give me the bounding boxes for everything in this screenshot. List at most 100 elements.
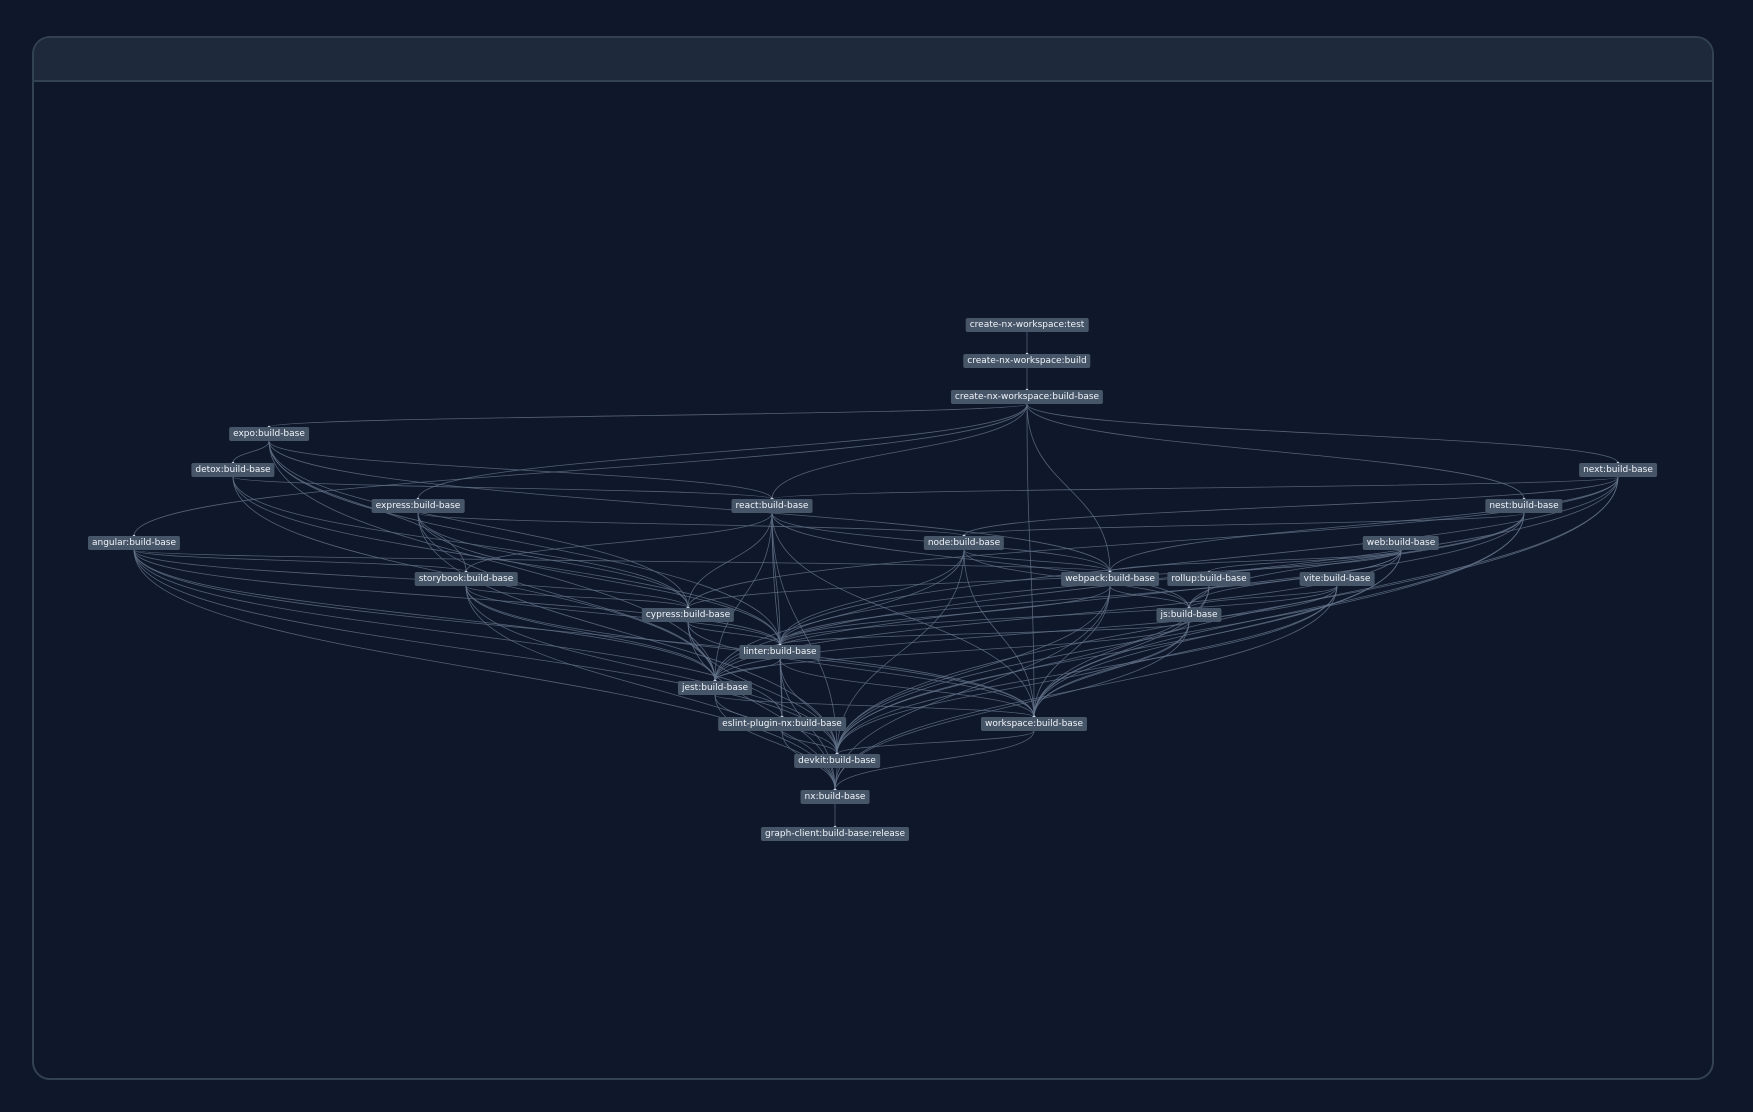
- graph-edge-vite-build-base-to-devkit-build-base: [836, 585, 1338, 755]
- graph-edge-nest-build-base-to-js-build-base: [1188, 512, 1525, 609]
- graph-edge-cypress-build-base-to-workspace-build-base: [687, 621, 1035, 718]
- graph-node-storybook-build-base[interactable]: storybook:build-base: [414, 572, 518, 586]
- graph-edge-detox-build-base-to-react-build-base: [232, 476, 773, 500]
- graph-edge-express-build-base-to-node-build-base: [417, 512, 965, 537]
- graph-edge-node-build-base-to-linter-build-base: [779, 549, 965, 646]
- graph-edge-webpack-build-base-to-js-build-base: [1109, 585, 1190, 609]
- graph-edge-devkit-build-base-to-nx-build-base: [834, 767, 838, 791]
- graph-edge-rollup-build-base-to-js-build-base: [1188, 585, 1210, 609]
- graph-node-detox-build-base[interactable]: detox:build-base: [191, 463, 275, 477]
- graph-node-devkit-build-base[interactable]: devkit:build-base: [794, 754, 880, 768]
- graph-edge-next-build-base-to-react-build-base: [771, 476, 1619, 500]
- graph-edge-react-build-base-to-devkit-build-base: [771, 512, 838, 755]
- graph-edge-angular-build-base-to-linter-build-base: [133, 549, 781, 646]
- graph-node-web-build-base[interactable]: web:build-base: [1362, 536, 1440, 550]
- graph-edge-linter-build-base-to-workspace-build-base: [779, 658, 1035, 718]
- graph-edge-js-build-base-to-workspace-build-base: [1033, 621, 1190, 718]
- graph-edge-angular-build-base-to-cypress-build-base: [133, 549, 689, 609]
- graph-edge-express-build-base-to-devkit-build-base: [417, 512, 838, 755]
- graph-edge-vite-build-base-to-nx-build-base: [834, 585, 1338, 791]
- graph-edge-react-build-base-to-workspace-build-base: [771, 512, 1035, 718]
- graph-node-create-nx-workspace-build-base[interactable]: create-nx-workspace:build-base: [950, 390, 1104, 404]
- graph-edge-create-nx-workspace-build-base-to-angular-build-base: [133, 403, 1028, 537]
- graph-edge-eslint-plugin-nx-build-base-to-devkit-build-base: [781, 730, 838, 755]
- graph-node-js-build-base[interactable]: js:build-base: [1156, 608, 1222, 622]
- graph-edge-expo-build-base-to-linter-build-base: [268, 440, 781, 646]
- graph-edge-angular-build-base-to-webpack-build-base: [133, 549, 1111, 573]
- graph-node-nest-build-base[interactable]: nest:build-base: [1485, 499, 1563, 513]
- graph-edge-express-build-base-to-linter-build-base: [417, 512, 781, 646]
- graph-edge-js-build-base-to-jest-build-base: [714, 621, 1190, 682]
- graph-edge-storybook-build-base-to-jest-build-base: [465, 585, 716, 682]
- panel-header: [34, 38, 1712, 82]
- graph-edge-storybook-build-base-to-cypress-build-base: [465, 585, 689, 609]
- graph-node-rollup-build-base[interactable]: rollup:build-base: [1167, 572, 1251, 586]
- graph-edge-linter-build-base-to-jest-build-base: [714, 658, 781, 682]
- graph-node-cypress-build-base[interactable]: cypress:build-base: [641, 608, 735, 622]
- graph-edge-web-build-base-to-rollup-build-base: [1208, 549, 1402, 573]
- graph-edge-expo-build-base-to-detox-build-base: [232, 440, 270, 464]
- graph-edge-workspace-build-base-to-nx-build-base: [834, 730, 1035, 791]
- graph-node-create-nx-workspace-test[interactable]: create-nx-workspace:test: [965, 318, 1089, 332]
- graph-edge-storybook-build-base-to-linter-build-base: [465, 585, 781, 646]
- graph-node-next-build-base[interactable]: next:build-base: [1579, 463, 1657, 477]
- graph-edge-react-build-base-to-js-build-base: [771, 512, 1190, 609]
- graph-node-webpack-build-base[interactable]: webpack:build-base: [1061, 572, 1159, 586]
- graph-edge-jest-build-base-to-nx-build-base: [714, 694, 836, 791]
- graph-edge-vite-build-base-to-js-build-base: [1188, 585, 1338, 609]
- graph-node-vite-build-base[interactable]: vite:build-base: [1299, 572, 1375, 586]
- graph-edge-next-build-base-to-cypress-build-base: [687, 476, 1619, 609]
- graph-node-express-build-base[interactable]: express:build-base: [371, 499, 465, 513]
- graph-edge-web-build-base-to-webpack-build-base: [1109, 549, 1402, 573]
- graph-node-graph-client-build-base-release[interactable]: graph-client:build-base:release: [760, 827, 910, 841]
- graph-edge-node-build-base-to-workspace-build-base: [963, 549, 1035, 718]
- graph-node-angular-build-base[interactable]: angular:build-base: [87, 536, 181, 550]
- graph-edge-expo-build-base-to-react-build-base: [268, 440, 773, 500]
- graph-edge-angular-build-base-to-workspace-build-base: [133, 549, 1035, 718]
- graph-edge-next-build-base-to-workspace-build-base: [1033, 476, 1619, 718]
- graph-node-react-build-base[interactable]: react:build-base: [731, 499, 813, 513]
- graph-edge-jest-build-base-to-workspace-build-base: [714, 694, 1035, 718]
- graph-edge-webpack-build-base-to-nx-build-base: [834, 585, 1111, 791]
- graph-edge-web-build-base-to-cypress-build-base: [687, 549, 1402, 609]
- graph-edge-next-build-base-to-linter-build-base: [779, 476, 1619, 646]
- graph-edge-vite-build-base-to-linter-build-base: [779, 585, 1338, 646]
- graph-node-linter-build-base[interactable]: linter:build-base: [739, 645, 821, 659]
- graph-edge-node-build-base-to-jest-build-base: [714, 549, 965, 682]
- graph-edge-linter-build-base-to-devkit-build-base: [779, 658, 838, 755]
- graph-node-jest-build-base[interactable]: jest:build-base: [677, 681, 753, 695]
- graph-edge-expo-build-base-to-cypress-build-base: [268, 440, 689, 609]
- graph-edge-cypress-build-base-to-devkit-build-base: [687, 621, 838, 755]
- graph-edge-angular-build-base-to-storybook-build-base: [133, 549, 467, 573]
- graph-edge-js-build-base-to-devkit-build-base: [836, 621, 1190, 755]
- graph-node-eslint-plugin-nx-build-base[interactable]: eslint-plugin-nx:build-base: [718, 717, 846, 731]
- graph-node-create-nx-workspace-build[interactable]: create-nx-workspace:build: [963, 354, 1091, 368]
- graph-edge-node-build-base-to-webpack-build-base: [963, 549, 1111, 573]
- graph-node-expo-build-base[interactable]: expo:build-base: [229, 427, 309, 441]
- graph-panel: [32, 36, 1714, 1080]
- graph-edge-angular-build-base-to-jest-build-base: [133, 549, 716, 682]
- graph-edge-react-build-base-to-storybook-build-base: [465, 512, 773, 573]
- graph-edge-detox-build-base-to-cypress-build-base: [232, 476, 689, 609]
- graph-edge-nest-build-base-to-workspace-build-base: [1033, 512, 1525, 718]
- graph-edge-create-nx-workspace-build-base-to-webpack-build-base: [1026, 403, 1111, 573]
- graph-edge-expo-build-base-to-webpack-build-base: [268, 440, 1111, 573]
- graph-edge-nest-build-base-to-devkit-build-base: [836, 512, 1525, 755]
- graph-edge-vite-build-base-to-jest-build-base: [714, 585, 1338, 682]
- graph-edge-create-nx-workspace-build-base-to-react-build-base: [771, 403, 1028, 500]
- graph-node-node-build-base[interactable]: node:build-base: [923, 536, 1005, 550]
- graph-edge-next-build-base-to-webpack-build-base: [1109, 476, 1619, 573]
- graph-edge-storybook-build-base-to-nx-build-base: [465, 585, 836, 791]
- graph-edge-web-build-base-to-js-build-base: [1188, 549, 1402, 609]
- graph-edge-create-nx-workspace-build-base-to-express-build-base: [417, 403, 1028, 500]
- graph-edge-create-nx-workspace-build-base-to-next-build-base: [1026, 403, 1619, 464]
- graph-edge-create-nx-workspace-build-base-to-nest-build-base: [1026, 403, 1525, 500]
- graph-node-workspace-build-base[interactable]: workspace:build-base: [980, 717, 1088, 731]
- graph-edge-create-nx-workspace-build-base-to-expo-build-base: [268, 403, 1028, 428]
- graph-edge-workspace-build-base-to-devkit-build-base: [836, 730, 1035, 755]
- graph-edge-angular-build-base-to-nx-build-base: [133, 549, 836, 791]
- graph-node-nx-build-base[interactable]: nx:build-base: [800, 790, 870, 804]
